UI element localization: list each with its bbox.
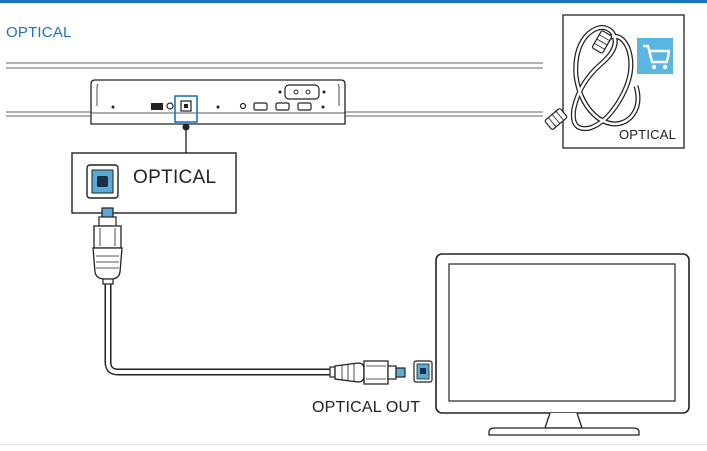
header-rule bbox=[0, 0, 707, 3]
footer-rule bbox=[0, 444, 707, 445]
accessory-box bbox=[544, 14, 685, 149]
tv-port-label: OPTICAL OUT bbox=[312, 399, 421, 416]
optical-cable bbox=[104, 282, 333, 376]
optical-port-highlight bbox=[174, 95, 198, 123]
shopping-cart-icon bbox=[637, 38, 673, 74]
accessory-label: OPTICAL bbox=[619, 127, 677, 142]
audio-in-port bbox=[166, 102, 174, 110]
optical-plug-soundbar bbox=[92, 207, 123, 285]
optical-port-icon bbox=[86, 164, 119, 199]
soundbar-back-panel bbox=[90, 79, 346, 153]
port-label: OPTICAL bbox=[133, 167, 217, 188]
tv-illustration bbox=[435, 253, 690, 436]
soundbar-rails bbox=[6, 62, 543, 117]
optical-plug-tv bbox=[329, 360, 406, 385]
optical-port-callout bbox=[71, 152, 237, 214]
power-inlet bbox=[284, 84, 320, 100]
section-title: OPTICAL bbox=[6, 24, 72, 41]
usb-port bbox=[151, 103, 163, 110]
tv-optical-port-icon bbox=[413, 360, 433, 383]
